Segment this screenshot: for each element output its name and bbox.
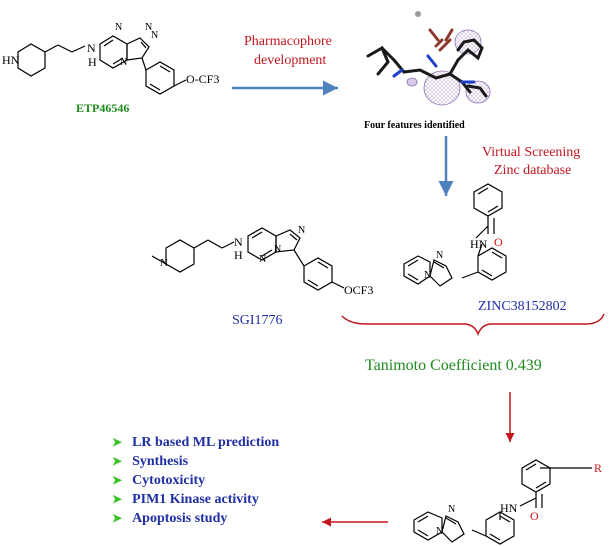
atom-label: N	[151, 30, 158, 41]
atom-label: N	[259, 254, 266, 265]
atom-label: N	[87, 41, 96, 55]
atom-label: HN	[500, 501, 518, 515]
outcome-item: ➤ Synthesis	[112, 452, 279, 471]
final-scaffold-structure	[413, 459, 592, 545]
zinc38152802-structure	[403, 183, 507, 287]
atom-label: N	[436, 526, 443, 537]
check-arrow-icon: ➤	[112, 492, 123, 506]
zinc38152802-atom-labels: HN O N N	[424, 235, 503, 281]
atom-label: O	[530, 509, 539, 523]
atom-label: N	[234, 235, 243, 249]
check-arrow-icon: ➤	[112, 511, 123, 525]
atom-label: N	[436, 250, 443, 261]
outcome-text: Synthesis	[132, 454, 189, 469]
tanimoto-label: Tanimoto Coefficient 0.439	[365, 357, 542, 374]
check-arrow-icon: ➤	[112, 473, 123, 487]
atom-label: N	[145, 22, 152, 33]
four-features-label: Four features identified	[364, 120, 465, 131]
r-group-label: R	[594, 461, 602, 475]
outcome-item: ➤ Cytotoxicity	[112, 471, 279, 490]
etp46546-atom-labels: HN N H N N N N O-CF3	[2, 22, 219, 86]
final-scaffold-atom-labels: HN O N N R	[436, 461, 602, 537]
atom-label: HN	[470, 237, 488, 251]
atom-label: N	[274, 244, 281, 255]
atom-label: O	[494, 235, 503, 249]
outcome-item: ➤ LR based ML prediction	[112, 433, 279, 452]
outcome-list: ➤ LR based ML prediction ➤ Synthesis ➤ Cyto…	[112, 433, 279, 528]
check-arrow-icon: ➤	[112, 454, 123, 468]
outcome-item: ➤ PIM1 Kinase activity	[112, 490, 279, 509]
outcome-text: LR based ML prediction	[132, 435, 280, 450]
atom-label: N	[160, 257, 168, 269]
similarity-bracket	[341, 313, 605, 337]
atom-label: H	[234, 248, 243, 262]
pharmacophore-text-line2: development	[254, 53, 326, 68]
virtual-screening-line1: Virtual Screening	[482, 145, 580, 160]
outcome-text: Apoptosis study	[132, 511, 228, 526]
sgi1776-label: SGI1776	[232, 313, 283, 328]
atom-label: N	[120, 57, 127, 68]
etp46546-structure	[17, 35, 187, 95]
substituent-label: O-CF3	[186, 72, 219, 86]
virtual-screening-line2: Zinc database	[494, 163, 571, 178]
outcome-item: ➤ Apoptosis study	[112, 509, 279, 528]
etp46546-label: ETP46546	[76, 101, 129, 115]
atom-label: N	[115, 22, 122, 33]
zinc38152802-label: ZINC38152802	[478, 299, 567, 314]
pharmacophore-text-line1: Pharmacophore	[244, 34, 332, 49]
pharmacophore-model	[366, 11, 491, 106]
atom-label: HN	[2, 53, 20, 67]
substituent-label: OCF3	[344, 283, 373, 297]
atom-label: N	[298, 225, 305, 236]
sgi1776-atom-labels: N N H N N N OCF3	[160, 225, 373, 297]
atom-label: H	[88, 55, 97, 69]
sgi1776-structure	[151, 227, 345, 291]
atom-label: N	[448, 504, 455, 515]
atom-label: N	[424, 270, 431, 281]
check-arrow-icon: ➤	[112, 435, 123, 449]
outcome-text: PIM1 Kinase activity	[132, 492, 259, 507]
outcome-text: Cytotoxicity	[132, 473, 206, 488]
